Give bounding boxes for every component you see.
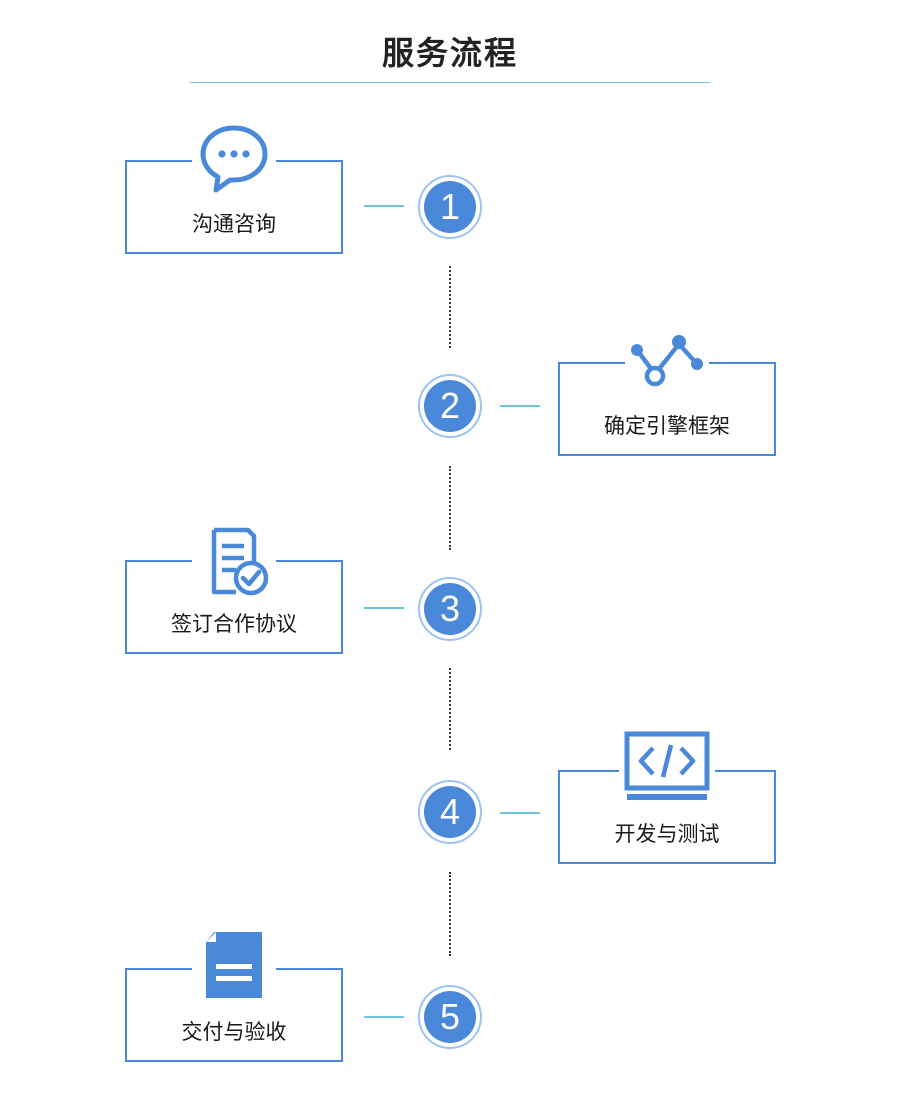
title-underline <box>190 82 710 83</box>
step-1-connector <box>364 205 404 207</box>
step-1-number: 1 <box>424 181 476 233</box>
dotted-line-2-3 <box>449 466 451 550</box>
step-2-circle: 2 <box>418 374 482 438</box>
node-graph-icon <box>625 330 709 406</box>
step-2-box: 确定引擎框架 <box>558 330 776 456</box>
document-check-icon <box>192 526 276 602</box>
step-2-number: 2 <box>424 380 476 432</box>
step-1-label: 沟通咨询 <box>192 212 276 236</box>
step-3-label: 签订合作协议 <box>171 612 297 636</box>
step-4-label: 开发与测试 <box>614 822 720 846</box>
step-1-circle: 1 <box>418 175 482 239</box>
step-5-label: 交付与验收 <box>181 1020 287 1044</box>
chat-bubble-icon <box>192 122 276 198</box>
step-3-number: 3 <box>424 583 476 635</box>
step-4-connector <box>500 812 540 814</box>
step-5-box: 交付与验收 <box>125 928 343 1062</box>
step-2-label: 确定引擎框架 <box>604 414 730 438</box>
step-5-connector <box>364 1016 404 1018</box>
page-title: 服务流程 <box>381 34 518 72</box>
code-monitor-icon <box>619 730 715 806</box>
step-5-number: 5 <box>424 991 476 1043</box>
step-3-circle: 3 <box>418 577 482 641</box>
file-icon <box>192 928 276 1004</box>
dotted-line-3-4 <box>449 668 451 750</box>
step-4-number: 4 <box>424 786 476 838</box>
dotted-line-1-2 <box>449 266 451 348</box>
step-4-circle: 4 <box>418 780 482 844</box>
step-3-connector <box>364 607 404 609</box>
dotted-line-4-5 <box>449 872 451 956</box>
step-4-box: 开发与测试 <box>558 730 776 864</box>
step-3-box: 签订合作协议 <box>125 526 343 654</box>
step-1-box: 沟通咨询 <box>125 122 343 254</box>
step-5-circle: 5 <box>418 985 482 1049</box>
step-2-connector <box>500 405 540 407</box>
